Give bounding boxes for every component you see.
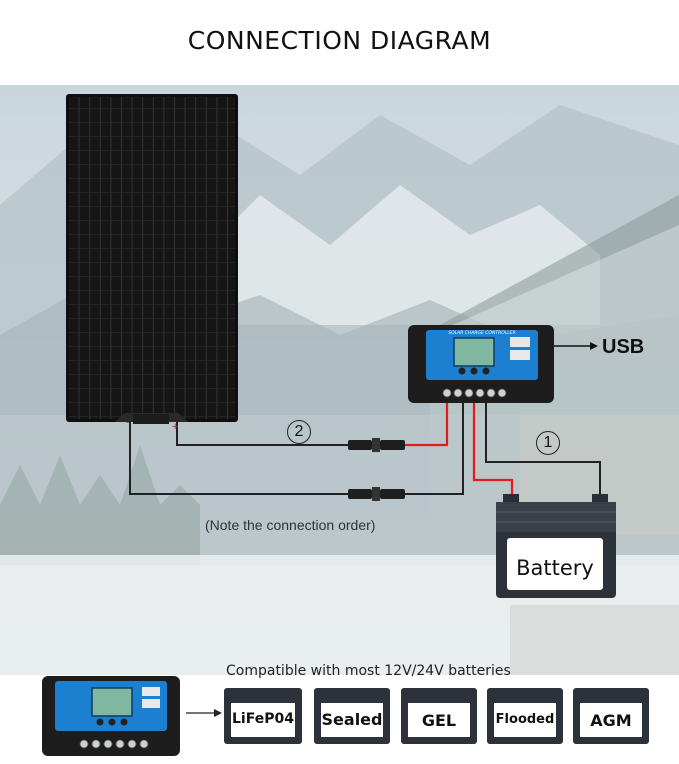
step-1-badge: 1 [536, 431, 560, 455]
battery-type-agm: AGM [590, 711, 632, 730]
arrow-right-icon [186, 709, 222, 717]
battery-main [496, 494, 616, 598]
charge-controller: SOLAR CHARGE CONTROLLER [408, 325, 554, 403]
battery-type-sealed: Sealed [321, 710, 383, 729]
battery-label: Battery [516, 556, 594, 580]
small-batteries [224, 688, 649, 744]
battery-type-gel: GEL [421, 711, 457, 730]
mc4-connector-positive [348, 438, 405, 452]
page-title: CONNECTION DIAGRAM [187, 26, 492, 55]
connection-note: (Note the connection order) [205, 517, 376, 533]
step-2-badge: 2 [287, 420, 311, 444]
mc4-connector-negative [348, 487, 405, 501]
compatible-text: Compatible with most 12V/24V batteries [226, 663, 511, 679]
controller-title: SOLAR CHARGE CONTROLLER [448, 330, 516, 336]
panel-plus-label: + [172, 421, 178, 433]
usb-label: USB [602, 336, 645, 358]
battery-type-lifepo4: LiFeP04 [232, 711, 294, 727]
small-controller [42, 676, 180, 756]
panel-minus-label: - [126, 416, 130, 428]
wires [129, 342, 601, 502]
solar-panel [66, 94, 238, 424]
battery-type-flooded: Flooded [495, 712, 555, 727]
